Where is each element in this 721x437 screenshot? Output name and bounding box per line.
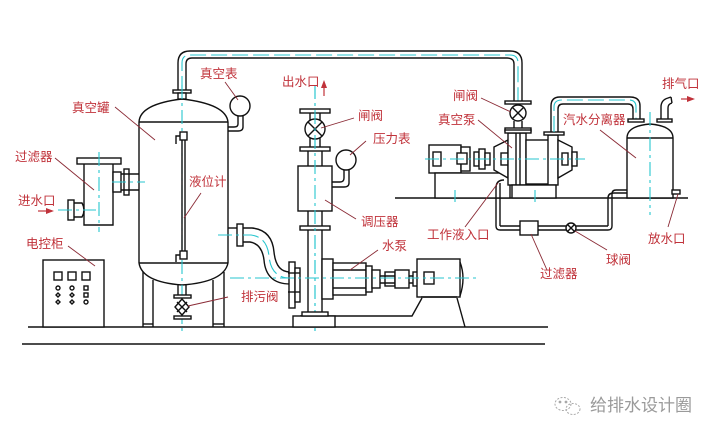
label-gate-valve-left: 闸阀 <box>358 108 383 123</box>
label-exhaust-port: 排气口 <box>662 76 700 91</box>
label-vacuum-gauge: 真空表 <box>200 66 238 81</box>
label-filter-right: 过滤器 <box>540 266 578 281</box>
label-level-gauge: 液位计 <box>189 174 227 189</box>
vacuum-gauge <box>228 95 251 132</box>
label-water-pump: 水泵 <box>382 238 407 253</box>
label-steam-water-separator: 汽水分离器 <box>563 112 626 127</box>
separator-pipe <box>550 96 673 132</box>
watermark-text: 给排水设计圈 <box>590 396 692 416</box>
label-water-outlet: 出水口 <box>282 74 320 89</box>
suction-pipe <box>218 223 291 285</box>
inlet-arrow <box>38 208 54 214</box>
exhaust-arrow <box>681 96 695 102</box>
watermark: 给排水设计圈 <box>554 396 692 416</box>
control-cabinet <box>42 259 105 328</box>
label-gate-valve-right: 闸阀 <box>453 88 478 103</box>
label-filter-left: 过滤器 <box>15 149 53 164</box>
water-pump <box>230 258 480 328</box>
label-control-cabinet: 电控柜 <box>26 236 64 251</box>
outlet-riser <box>297 85 333 335</box>
label-pressure-regulator: 调压器 <box>361 214 399 229</box>
inlet-filter <box>58 152 145 232</box>
label-ball-valve: 球阀 <box>606 252 631 267</box>
label-vacuum-pump: 真空泵 <box>438 112 476 127</box>
label-drain-valve: 排污阀 <box>241 289 279 304</box>
working-fluid-loop <box>495 179 627 236</box>
label-pressure-gauge: 压力表 <box>373 131 411 146</box>
vacuum-pipe-top <box>177 50 523 102</box>
label-drain-port: 放水口 <box>648 231 686 246</box>
pressure-gauge <box>332 149 357 188</box>
gate-valve-right <box>504 100 532 132</box>
outlet-arrow <box>321 80 327 96</box>
wechat-icon <box>554 397 581 415</box>
label-water-inlet: 进水口 <box>18 193 56 208</box>
steam-water-separator <box>626 112 681 215</box>
vacuum-pump <box>425 129 585 202</box>
leader-lines <box>54 81 679 307</box>
label-working-fluid-inlet: 工作液入口 <box>427 227 490 242</box>
label-vacuum-tank: 真空罐 <box>72 100 110 115</box>
vacuum-tank <box>138 85 229 335</box>
drain-valve <box>173 285 192 320</box>
